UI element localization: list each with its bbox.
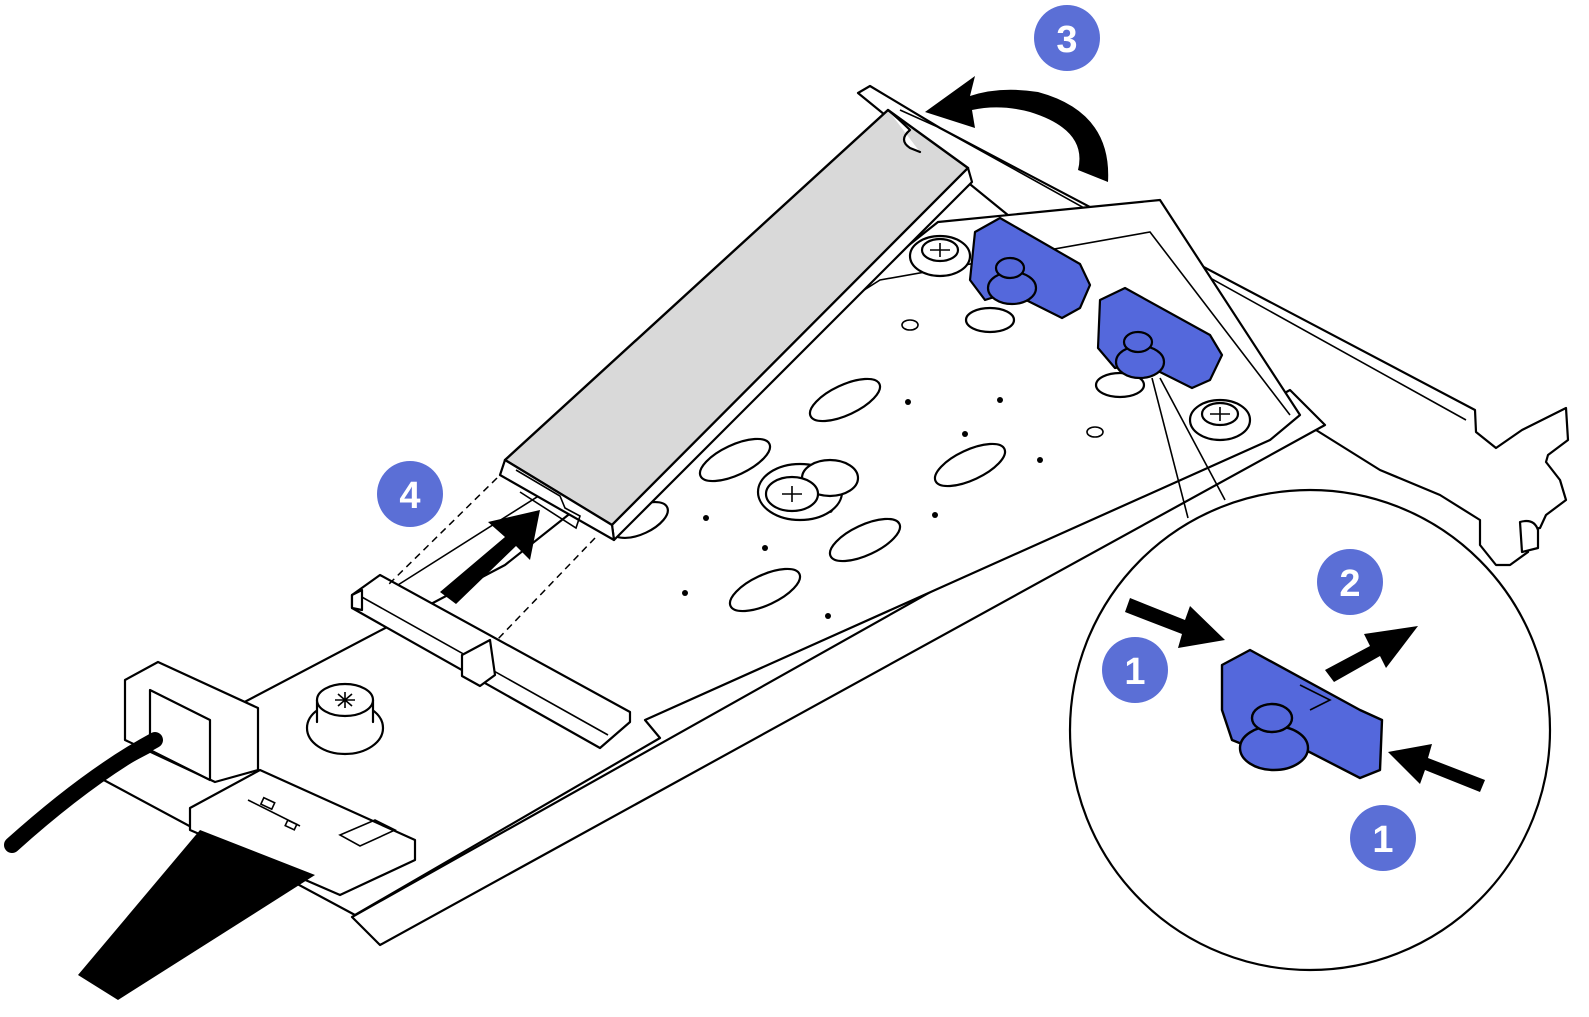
screw-icon xyxy=(305,682,385,756)
board-slots xyxy=(611,306,1146,619)
detail-zoom xyxy=(1068,377,1552,972)
callout-2: 2 xyxy=(1317,549,1383,615)
cable-connector xyxy=(123,660,417,897)
callout-1: 1 xyxy=(1350,805,1416,871)
screw-icon xyxy=(1188,398,1252,442)
slot-hole xyxy=(933,442,1007,488)
slot-hole xyxy=(698,437,772,483)
rotate-arrow-icon xyxy=(925,76,1109,182)
callout-1: 1 xyxy=(1102,637,1168,703)
m2-connector xyxy=(350,573,632,750)
callout-4: 4 xyxy=(377,461,443,527)
cable-icon xyxy=(4,732,315,1000)
slot-hole xyxy=(808,377,882,423)
svg-text:2: 2 xyxy=(1339,563,1360,605)
retainer-latch-icon xyxy=(968,216,1092,320)
screw-icon xyxy=(908,234,972,278)
svg-text:1: 1 xyxy=(1372,819,1393,861)
press-arrow-icon xyxy=(1388,744,1485,792)
retainer-latch-icon xyxy=(1096,286,1224,390)
m2-drive-icon xyxy=(498,108,974,542)
slot-hole xyxy=(728,567,802,613)
slide-arrow-icon xyxy=(1325,626,1418,682)
retainer-latch-icon xyxy=(1220,648,1384,780)
svg-text:1: 1 xyxy=(1124,651,1145,693)
slot-hole xyxy=(964,306,1016,334)
slot-hole xyxy=(1094,371,1146,399)
pull-arrow-icon xyxy=(440,510,540,604)
press-arrow-icon xyxy=(1125,598,1225,648)
slot-hole xyxy=(828,517,902,563)
alignment-lines xyxy=(387,477,596,641)
svg-text:4: 4 xyxy=(399,475,420,517)
callout-3: 3 xyxy=(1034,5,1100,71)
svg-text:3: 3 xyxy=(1056,19,1077,61)
screw-icon xyxy=(756,458,860,522)
